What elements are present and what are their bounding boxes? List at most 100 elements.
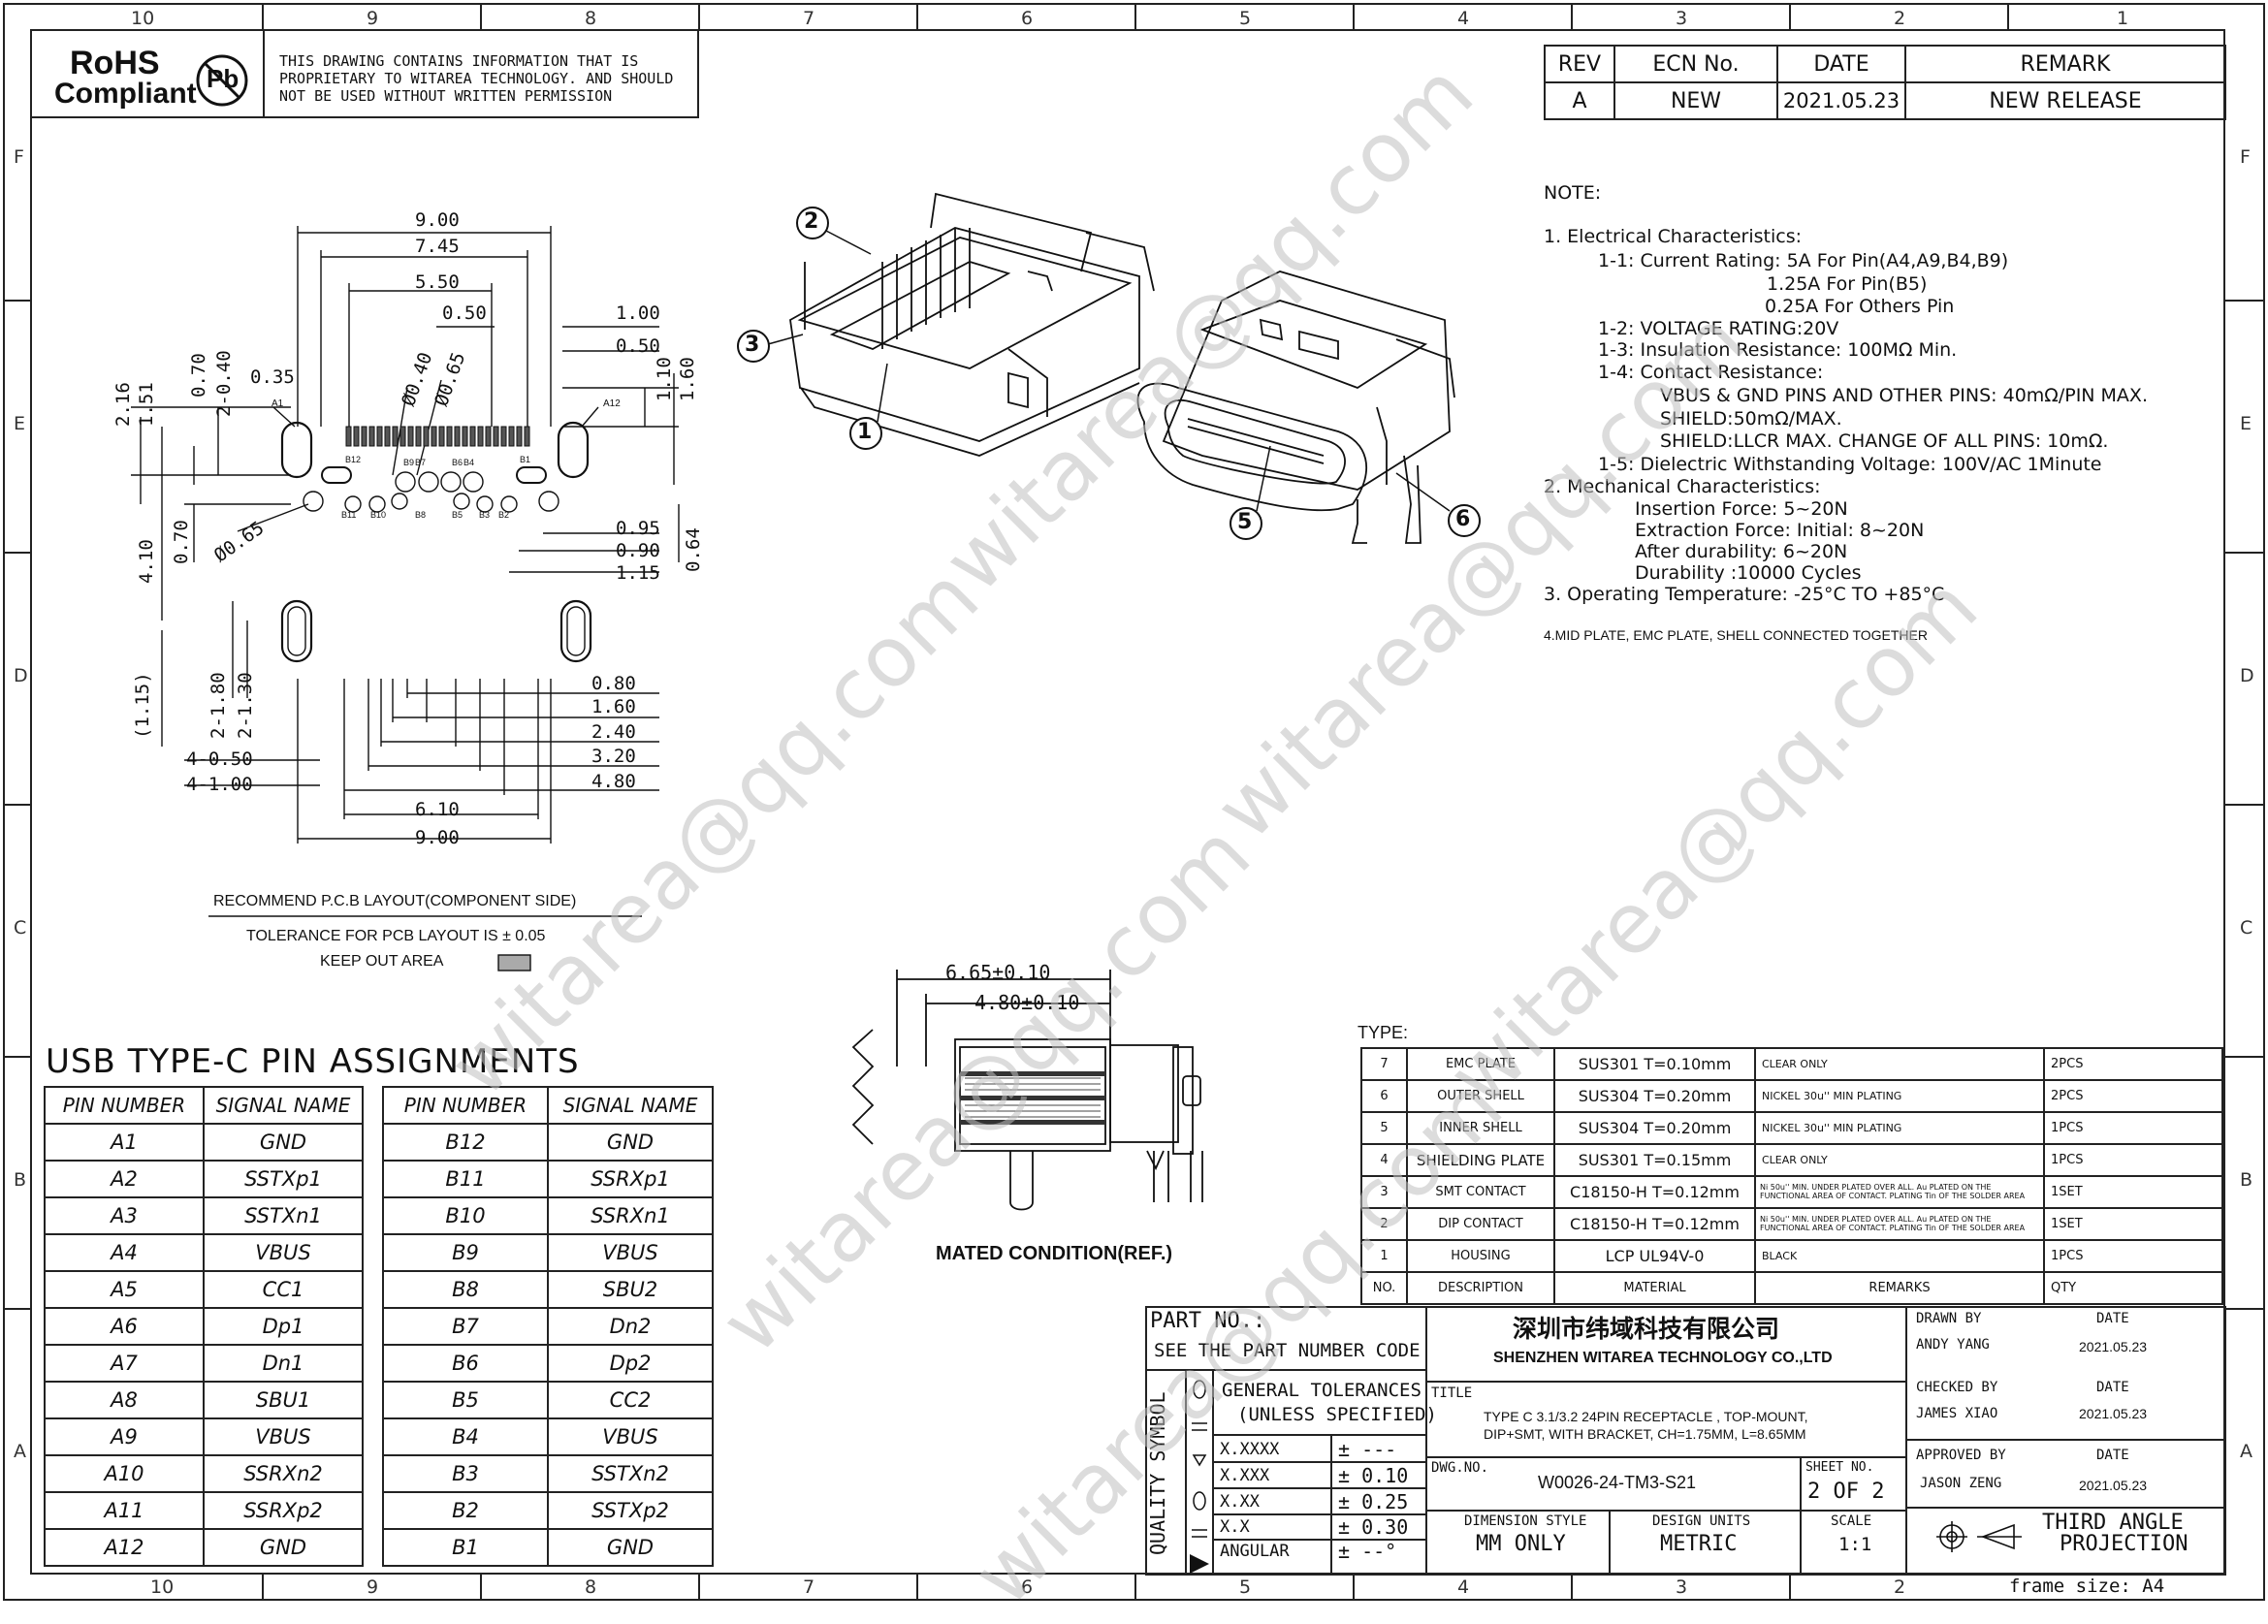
signal-name-header: SIGNAL NAME [203, 1086, 364, 1125]
notes-title: NOTE: [1544, 182, 1602, 204]
approved-by-name: JASON ZENG [1920, 1476, 2002, 1491]
signal-name: SSTXp1 [203, 1160, 364, 1198]
pad-label: B12 [345, 455, 362, 464]
signal-name: GND [203, 1528, 364, 1567]
item-description: DIP CONTACT [1406, 1207, 1555, 1241]
checked-date: 2021.05.23 [2079, 1406, 2148, 1421]
remark-value: NEW RELEASE [1904, 81, 2226, 120]
tol-val: ± 0.10 [1338, 1464, 1409, 1487]
design-units-value: METRIC [1660, 1532, 1738, 1556]
checked-by-name: JAMES XIAO [1916, 1406, 1998, 1421]
title-text: TYPE C 3.1/3.2 24PIN RECEPTACLE , TOP-MO… [1484, 1409, 1808, 1424]
item-remarks: BLACK [1754, 1239, 2045, 1273]
dim-label: 7.45 [415, 236, 460, 257]
item-remarks: NICKEL 30u'' MIN PLATING [1754, 1079, 2045, 1113]
pin-number-header: PIN NUMBER [44, 1086, 205, 1125]
note-line: Extraction Force: Initial: 8~20N [1635, 520, 1925, 541]
dim-label: 3.20 [591, 746, 636, 767]
dim-label: 0.35 [250, 366, 295, 388]
part-no-label: PART NO.: [1150, 1309, 1266, 1333]
pin-number: A11 [44, 1491, 205, 1530]
item-material: C18150-H T=0.12mm [1553, 1175, 1756, 1209]
item-description: SMT CONTACT [1406, 1175, 1555, 1209]
signal-name: CC1 [203, 1270, 364, 1309]
pin-number: A3 [44, 1196, 205, 1235]
row-label: B [2240, 1169, 2253, 1191]
signal-name: SSRXp1 [547, 1160, 714, 1198]
pin-number: A2 [44, 1160, 205, 1198]
col-label: 10 [150, 1576, 175, 1598]
item-description: INNER SHELL [1406, 1111, 1555, 1145]
pin-number: A1 [44, 1123, 205, 1162]
rev-header: REV [1544, 45, 1615, 83]
bom-header: MATERIAL [1553, 1271, 1756, 1305]
item-qty: 1SET [2043, 1207, 2223, 1241]
note-line: SHIELD:LLCR MAX. CHANGE OF ALL PINS: 10m… [1660, 430, 2109, 452]
item-material: SUS304 T=0.20mm [1553, 1079, 1756, 1113]
pin-assignments-title: USB TYPE-C PIN ASSIGNMENTS [46, 1042, 580, 1081]
pin-number: A6 [44, 1307, 205, 1346]
third-angle-projection-icon [1936, 1521, 2022, 1552]
ecn-header: ECN No. [1613, 45, 1778, 83]
item-material: SUS301 T=0.15mm [1553, 1143, 1756, 1177]
item-description: OUTER SHELL [1406, 1079, 1555, 1113]
pin-number: B8 [382, 1270, 549, 1309]
item-no: 6 [1360, 1079, 1408, 1113]
note-line: Durability :10000 Cycles [1635, 562, 1862, 584]
col-label: 2 [1894, 1576, 1906, 1598]
scale-label: SCALE [1831, 1513, 1872, 1529]
outer-frame [3, 3, 2265, 1601]
note-line: 1-1: Current Rating: 5A For Pin(A4,A9,B4… [1598, 250, 2009, 271]
signal-name: GND [547, 1123, 714, 1162]
col-label: 7 [803, 1576, 815, 1598]
callout-label: 1 [857, 420, 873, 444]
bom-header: REMARKS [1754, 1271, 2045, 1305]
sheet-label: SHEET NO. [1805, 1460, 1874, 1475]
row-label: E [2240, 413, 2252, 434]
general-tolerances-sub: (UNLESS SPECIFIED) [1237, 1404, 1437, 1425]
row-label: C [2240, 917, 2253, 939]
pin-number: A9 [44, 1417, 205, 1456]
title-text: DIP+SMT, WITH BRACKET, CH=1.75MM, L=8.65… [1484, 1426, 1806, 1442]
design-units-label: DESIGN UNITS [1652, 1513, 1751, 1529]
item-remarks: Ni 50u'' MIN. UNDER PLATED OVER ALL. Au … [1754, 1175, 2045, 1209]
row-label: D [14, 665, 28, 686]
signal-name: SSTXn2 [547, 1454, 714, 1493]
item-qty: 1SET [2043, 1175, 2223, 1209]
rohs-header [30, 29, 699, 118]
item-material: LCP UL94V-0 [1553, 1239, 1756, 1273]
dim-style-label: DIMENSION STYLE [1464, 1513, 1587, 1529]
note-line-4: 4.MID PLATE, EMC PLATE, SHELL CONNECTED … [1544, 627, 1928, 643]
col-label: 10 [131, 8, 155, 29]
item-qty: 2PCS [2043, 1047, 2223, 1081]
col-label: 8 [585, 1576, 597, 1598]
dim-label: 4-0.50 [186, 748, 253, 770]
dim-label: 0.50 [442, 303, 487, 324]
note-line: 1-2: VOLTAGE RATING:20V [1598, 318, 1839, 339]
signal-name: Dp1 [203, 1307, 364, 1346]
signal-name: CC2 [547, 1381, 714, 1419]
signal-name: SSTXp2 [547, 1491, 714, 1530]
note-line: 2. Mechanical Characteristics: [1544, 476, 1821, 497]
pin-number: A12 [44, 1528, 205, 1567]
bom-header: NO. [1360, 1271, 1408, 1305]
tol-key: ANGULAR [1220, 1542, 1290, 1561]
item-remarks: CLEAR ONLY [1754, 1047, 2045, 1081]
